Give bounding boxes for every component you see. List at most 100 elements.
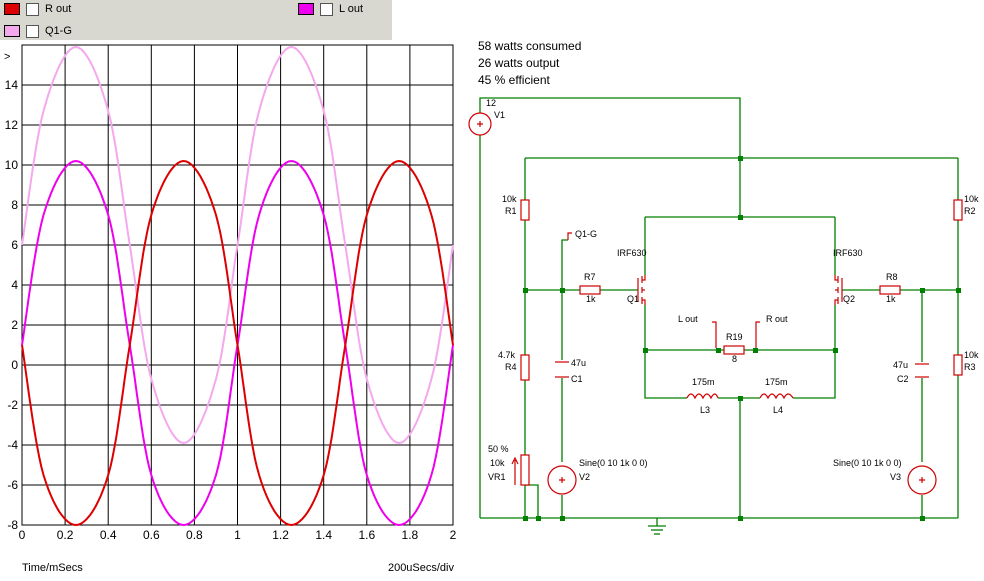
chart-series	[21, 45, 454, 527]
r4-name: R4	[505, 362, 517, 372]
y-tick-label: 2	[11, 318, 18, 332]
v1-value: 12	[486, 98, 496, 108]
legend-item-q1-g[interactable]: Q1-G	[4, 22, 72, 40]
x-scale-label: 200uSecs/div	[388, 562, 455, 574]
x-tick-label: 1.6	[358, 528, 375, 542]
efficiency-text: 45 % efficient	[478, 73, 550, 87]
l-out-color-swatch	[298, 3, 314, 15]
q1-g-checkbox[interactable]	[26, 24, 39, 38]
r3-value: 10k	[964, 350, 979, 360]
q2-name: Q2	[843, 294, 855, 304]
x-tick-label: 1.4	[315, 528, 332, 542]
q1-name: Q1	[627, 294, 639, 304]
r-out-color-swatch	[4, 3, 20, 15]
r2-value: 10k	[964, 194, 979, 204]
legend-item-l-out[interactable]: L out	[298, 0, 363, 18]
y-tick-label: 4	[11, 278, 18, 292]
circuit-schematic[interactable]: 12 V1 10k R1 10k R2 4.7k R4 10k R3 R7 1k…	[460, 90, 980, 550]
x-tick-label: 0.4	[100, 528, 117, 542]
junction-dots	[523, 156, 961, 521]
r7-value: 1k	[586, 294, 596, 304]
watts-consumed-text: 58 watts consumed	[478, 39, 582, 53]
c2-value: 47u	[893, 360, 908, 370]
y-tick-label: -4	[7, 438, 18, 452]
waveform-chart[interactable]: -8 -6 -4 -2 0 2 4 6 8 10 12 14 0 0.2 0.4 0.6 0.8 1 1.2 1.4…	[0, 40, 470, 581]
q1-g-color-swatch	[4, 25, 20, 37]
q1-g-label: Q1-G	[45, 25, 72, 37]
y-axis-label: >	[4, 51, 10, 63]
c2-name: C2	[897, 374, 909, 384]
r8-value: 1k	[886, 294, 896, 304]
c1-value: 47u	[571, 358, 586, 368]
y-tick-label: -8	[7, 518, 18, 532]
x-tick-label: 0.8	[186, 528, 203, 542]
ground-symbol	[648, 525, 666, 535]
l4-value: 175m	[765, 377, 788, 387]
r1-name: R1	[505, 206, 517, 216]
r19-resistor	[723, 345, 745, 355]
y-tick-label: 8	[11, 198, 18, 212]
r7-name: R7	[584, 272, 596, 282]
x-tick-labels: 0 0.2 0.4 0.6 0.8 1 1.2 1.4 1.6 1.8 2	[19, 528, 457, 542]
c1-name: C1	[571, 374, 583, 384]
probe-q1-g-label: Q1-G	[575, 229, 597, 239]
series-line-r-out	[21, 159, 454, 527]
y-tick-label: 12	[5, 118, 19, 132]
power-info: 58 watts consumed 26 watts output 45 % e…	[478, 38, 581, 89]
watts-output-text: 26 watts output	[478, 56, 560, 70]
y-tick-label: -2	[7, 398, 18, 412]
v3-spec: Sine(0 10 1k 0 0)	[833, 458, 902, 468]
r2-resistor	[953, 199, 963, 221]
x-tick-label: 0	[19, 528, 26, 542]
x-tick-label: 0.6	[143, 528, 160, 542]
x-tick-label: 1.8	[402, 528, 419, 542]
v1-name: V1	[494, 110, 505, 120]
vr1-name: VR1	[488, 472, 506, 482]
vr1-value: 10k	[490, 458, 505, 468]
r19-value: 8	[732, 354, 737, 364]
r4-resistor	[520, 354, 530, 381]
r7-resistor	[579, 285, 601, 295]
r19-name: R19	[726, 332, 743, 342]
l-out-checkbox[interactable]	[320, 2, 333, 16]
component-details	[477, 121, 929, 485]
l-out-label: L out	[339, 3, 364, 15]
x-axis-label: Time/mSecs	[22, 562, 83, 574]
r8-resistor	[879, 285, 901, 295]
schematic-labels: 12 V1 10k R1 10k R2 4.7k R4 10k R3 R7 1k…	[486, 98, 979, 482]
legend-panel: R out L out Q1-G	[0, 0, 392, 40]
x-tick-label: 1	[234, 528, 241, 542]
l3-value: 175m	[692, 377, 715, 387]
y-tick-label: -6	[7, 478, 18, 492]
l3-name: L3	[700, 405, 710, 415]
x-tick-label: 0.2	[57, 528, 74, 542]
y-tick-label: 14	[5, 78, 19, 92]
l4-name: L4	[773, 405, 783, 415]
r1-value: 10k	[502, 194, 517, 204]
probe-l-out-label: L out	[678, 314, 698, 324]
vr1-potentiometer	[520, 454, 530, 486]
x-tick-label: 2	[450, 528, 457, 542]
r8-name: R8	[886, 272, 898, 282]
v2-spec: Sine(0 10 1k 0 0)	[579, 458, 648, 468]
r3-resistor	[953, 354, 963, 376]
r2-name: R2	[964, 206, 976, 216]
y-tick-label: 0	[11, 358, 18, 372]
q2-part: IRF630	[833, 248, 863, 258]
v2-name: V2	[579, 472, 590, 482]
y-tick-label: 6	[11, 238, 18, 252]
r3-name: R3	[964, 362, 976, 372]
v3-name: V3	[890, 472, 901, 482]
legend-item-r-out[interactable]: R out	[4, 0, 71, 18]
r4-value: 4.7k	[498, 350, 516, 360]
vr1-setting: 50 %	[488, 444, 509, 454]
q1-part: IRF630	[617, 248, 647, 258]
r-out-checkbox[interactable]	[26, 2, 39, 16]
series-line-q1-g	[21, 45, 454, 445]
y-tick-label: 10	[5, 158, 19, 172]
chart-grid	[21, 44, 454, 526]
r-out-label: R out	[45, 3, 72, 15]
x-tick-label: 1.2	[272, 528, 289, 542]
y-tick-labels: -8 -6 -4 -2 0 2 4 6 8 10 12 14	[5, 78, 19, 532]
r1-resistor	[520, 199, 530, 221]
